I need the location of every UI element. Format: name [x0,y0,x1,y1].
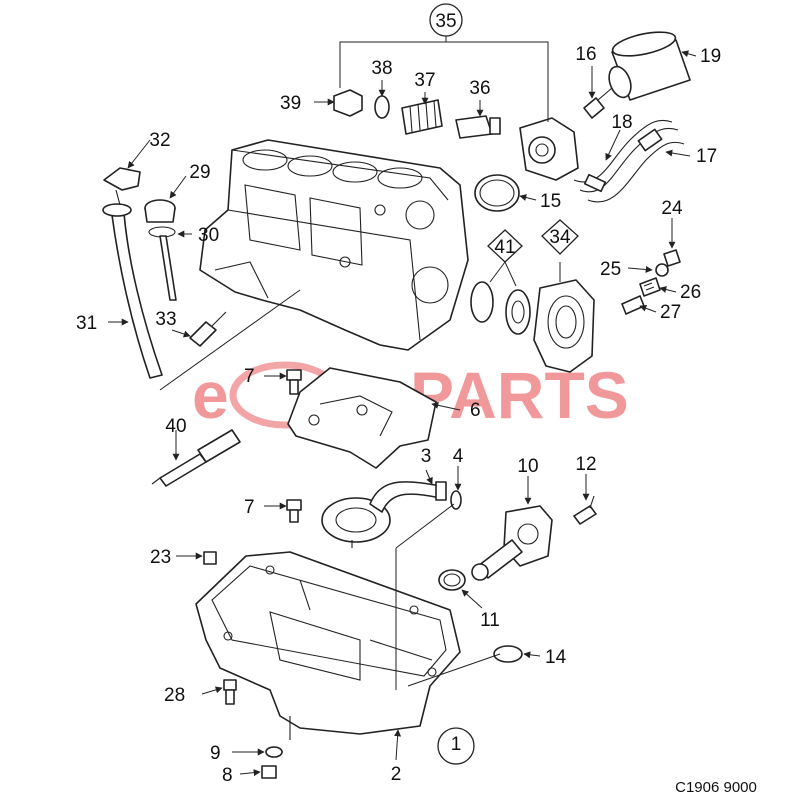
baffle-plate [287,367,437,469]
oil-level-sensor [471,505,553,581]
callout-10: 10 [517,456,538,477]
seal-11 [438,569,466,591]
callout-31: 31 [76,313,97,334]
callout-7-lower: 7 [244,497,255,518]
callout-11: 11 [480,610,500,631]
callout-41: 41 [494,237,515,258]
callout-33: 33 [155,309,176,330]
callout-8: 8 [222,765,233,786]
drain-plug-8 [261,765,277,779]
sealant-tube [151,429,241,487]
callout-14: 14 [545,647,567,668]
leader-lines [108,50,697,777]
callout-4: 4 [453,446,464,467]
diagram-code: C1906 9000 [675,779,757,796]
callout-36: 36 [469,78,490,99]
callout-34-diamond [541,219,579,255]
oil-pump-gears [470,281,531,335]
watermark: e PARTS [192,358,629,432]
callout-35-circle [429,3,463,37]
callout-34: 34 [549,227,571,248]
spring-37 [401,99,443,135]
oil-filler-cap [144,199,177,301]
callout-32: 32 [149,130,170,151]
callout-17: 17 [696,146,717,167]
callout-16: 16 [575,44,596,65]
callout-41-diamond [487,229,523,263]
relief-valve-parts [621,249,681,315]
svg-text:PARTS: PARTS [410,358,629,432]
seal-38 [374,95,390,119]
dipstick-tube [102,203,163,379]
callout-15: 15 [540,191,561,212]
bracket-35 [339,41,549,122]
engine-block [199,139,469,351]
bolt-28 [223,679,237,705]
callout-35: 35 [435,11,456,32]
valve-36 [455,115,501,139]
callout-19: 19 [700,46,721,67]
plug-39 [333,89,363,117]
callout-25: 25 [600,259,621,280]
callout-23: 23 [150,547,171,568]
drain-seal-9 [265,746,283,758]
nipple-16 [583,87,613,119]
callout-7-upper: 7 [244,366,255,387]
callout-30: 30 [198,225,219,246]
oil-pan [195,551,461,740]
callout-39: 39 [280,93,301,114]
callout-28: 28 [164,685,185,706]
callout-37: 37 [414,70,435,91]
dipstick-handle [103,167,141,206]
callout-1: 1 [451,734,462,755]
callout-1-circle [437,727,475,765]
callout-40: 40 [165,416,186,437]
callout-12: 12 [575,454,596,475]
callout-9: 9 [210,743,221,764]
callout-6: 6 [470,400,481,421]
callout-26: 26 [680,282,701,303]
callout-27: 27 [660,302,681,323]
callout-2: 2 [391,764,402,785]
oil-pickup [321,481,447,548]
callout-18: 18 [611,112,632,133]
bolt-7-upper [286,369,302,395]
callout-29: 29 [189,162,210,183]
bolt-7-lower [286,499,302,523]
callout-38: 38 [371,58,392,79]
oil-pump-housing [533,279,595,373]
plug-23 [203,551,217,565]
callout-labels: 1 2 3 4 6 7 7 8 9 10 11 12 14 15 16 17 1… [76,11,721,786]
svg-text:e: e [192,358,229,432]
callout-24: 24 [661,198,683,219]
seal-14 [493,645,523,663]
filter-housing [519,117,579,181]
bolt-12 [573,495,597,525]
o-ring-4 [450,490,462,510]
oil-filter [608,31,691,101]
oil-cooler-pipes [573,119,685,203]
oil-pressure-sensor [189,311,227,347]
callout-3: 3 [421,446,432,467]
o-ring-15 [474,174,520,212]
